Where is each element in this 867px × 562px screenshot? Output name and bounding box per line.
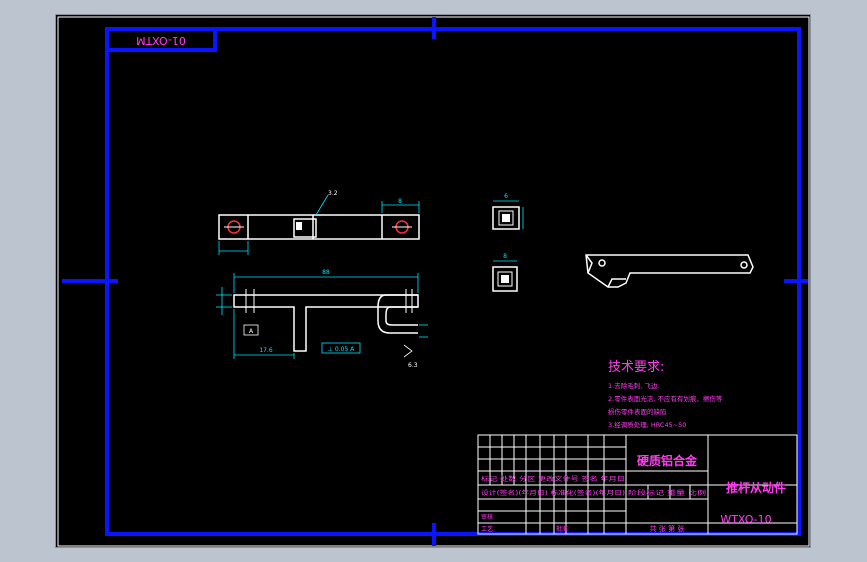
centering-marks (62, 17, 808, 546)
tech-req-item-1: 1.去除毛刺, 飞边. (608, 381, 659, 390)
drawing-number-text: WTXO-10 (720, 513, 771, 526)
tolerance-text: ⊥ 0.05 A (328, 346, 355, 353)
tech-req-heading: 技术要求: (608, 360, 664, 375)
part-name-text: 推杆从动件 (726, 480, 786, 495)
part-side-view (233, 289, 419, 352)
title-block-row3: 审核 (481, 513, 493, 521)
dim-slot-width: 8 (398, 198, 402, 205)
material-text: 硬质铝合金 (637, 453, 698, 468)
title-block-row2: 设计(签名)(年月日) 标准化(签名)(年月日) (481, 489, 625, 497)
tech-req-item-2: 2.零件表面光洁, 不应有有划痕、擦伤等 (608, 394, 723, 403)
dim-small-top: 6 (504, 193, 508, 200)
title-block-sheets: 共 张 第 张 (650, 524, 685, 533)
drawing-canvas: 01-OXTM (57, 16, 810, 547)
title-block-row1: 标记 处数 分区 更改文件号 签名 年月日 (481, 475, 625, 483)
dim-overall-length: 88 (322, 269, 330, 276)
roughness-mark-1: 3.2 (328, 190, 338, 197)
drawing-viewport[interactable]: 01-OXTM (55, 14, 811, 548)
title-stamp: 01-OXTM (105, 27, 217, 52)
title-block-row4: 工艺 (481, 525, 493, 533)
tech-req-item-3: 损伤零件表面的缺陷 (608, 407, 667, 416)
tech-requirements: 技术要求: 1.去除毛刺, 飞边. 2.零件表面光洁, 不应有有划痕、擦伤等 损… (608, 360, 723, 429)
title-stamp-text: 01-OXTM (136, 34, 186, 47)
small-view-side (492, 260, 518, 292)
part-isometric-view (585, 254, 754, 288)
datum-markers: A 6.3 (243, 324, 418, 369)
tolerance-frame: ⊥ 0.05 A (321, 342, 361, 354)
small-view-top (492, 200, 524, 230)
top-view-dims (218, 194, 420, 255)
datum-label: A (249, 328, 254, 335)
title-block (477, 434, 798, 535)
side-view-dims (216, 273, 428, 359)
dim-small-side: 8 (503, 253, 507, 260)
tech-req-item-4: 3.经调质处理, HRC45~50 (608, 420, 686, 429)
roughness-mark-2: 6.3 (408, 362, 418, 369)
title-block-stage-scale: 阶段标记 重量 比例 (628, 489, 706, 497)
dim-offset: 17.6 (259, 347, 273, 354)
holes-top-view (224, 220, 412, 234)
part-top-view (218, 214, 420, 240)
title-block-approve: 批准 (556, 525, 568, 533)
